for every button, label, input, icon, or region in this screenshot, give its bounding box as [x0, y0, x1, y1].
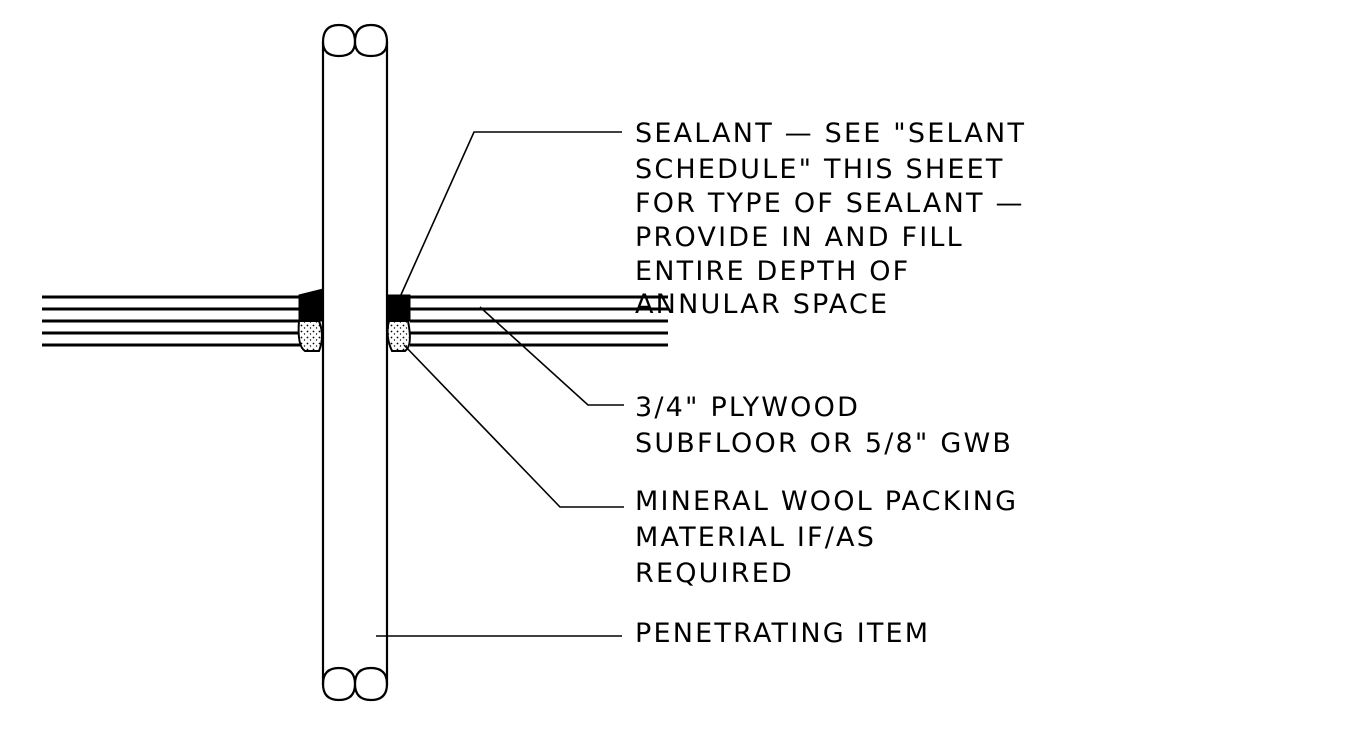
plywood-note-line: 3/4" PLYWOOD	[635, 392, 860, 423]
sealant-note-line: SCHEDULE" THIS SHEET	[635, 154, 1005, 185]
mineral-wool-packing	[297, 320, 411, 352]
sealant-note-line: SEALANT — SEE "SELANT	[635, 118, 1026, 149]
floor-layers-right	[410, 295, 668, 347]
sealant-note-line: PROVIDE IN AND FILL	[635, 222, 964, 253]
mineral-wool-note-line: MATERIAL IF/AS	[635, 522, 876, 553]
mineral-wool-note-line: REQUIRED	[635, 558, 794, 589]
mineral-wool-leader	[403, 344, 624, 508]
penetrating-item-note: PENETRATING ITEM	[635, 618, 930, 649]
sealant-note: SEALANT — SEE "SELANT SCHEDULE" THIS SHE…	[635, 118, 1037, 320]
plywood-note-line: SUBFLOOR OR 5/8" GWB	[635, 428, 1013, 459]
sealant-note-line: ENTIRE DEPTH OF	[635, 256, 910, 287]
plywood-note: 3/4" PLYWOOD SUBFLOOR OR 5/8" GWB	[635, 392, 1013, 459]
mineral-wool-note-line: MINERAL WOOL PACKING	[635, 486, 1018, 517]
mineral-wool-note: MINERAL WOOL PACKING MATERIAL IF/AS REQU…	[635, 486, 1029, 589]
penetrating-item-note-line: PENETRATING ITEM	[635, 618, 930, 649]
sealant-note-line: ANNULAR SPACE	[635, 289, 889, 320]
sealant-fill	[298, 288, 411, 322]
plywood-leader	[479, 306, 624, 406]
sealant-leader	[399, 131, 622, 298]
penetrating-item-pipe	[321, 23, 389, 702]
floor-layers-left	[42, 295, 300, 347]
sealant-note-line: FOR TYPE OF SEALANT —	[635, 188, 1025, 219]
leader-lines	[376, 131, 624, 637]
